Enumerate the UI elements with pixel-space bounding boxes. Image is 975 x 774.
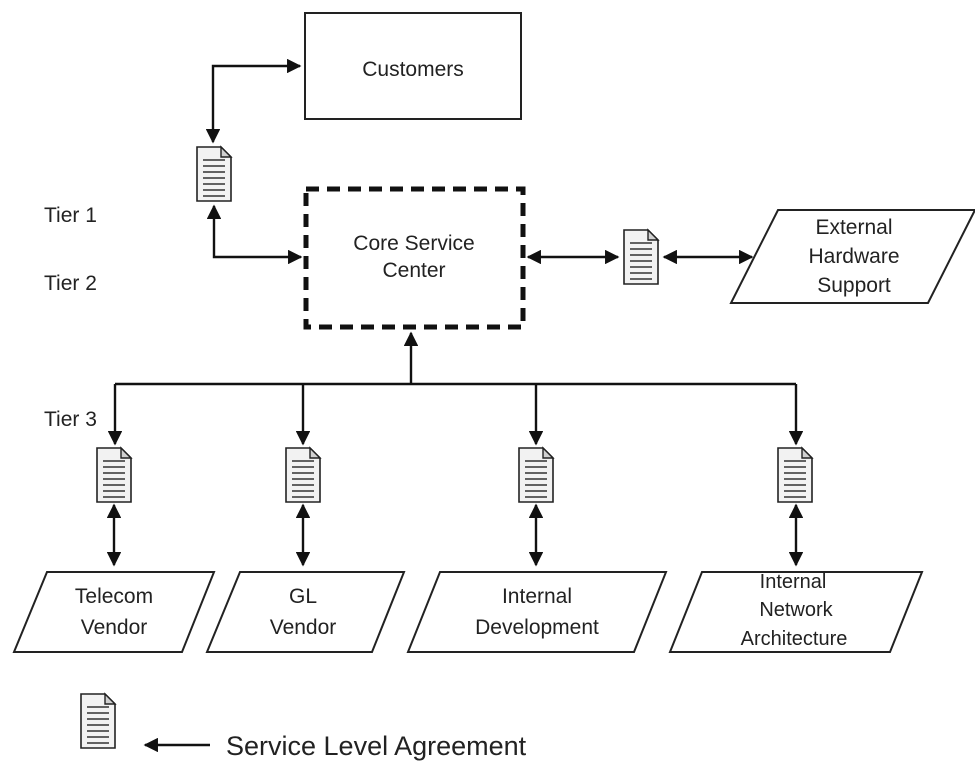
customers-label: Customers — [362, 58, 464, 81]
tier3-bus — [107, 331, 804, 446]
external-hardware-support-node: External Hardware Support — [729, 209, 975, 304]
internal-net-label-line-2: Network — [759, 599, 833, 621]
external-label-line-3: Support — [817, 274, 891, 297]
internal-net-label-line-3: Architecture — [741, 628, 848, 650]
customers-core-connector — [196, 58, 303, 265]
document-icon — [80, 693, 116, 749]
legend-label: Service Level Agreement — [226, 731, 527, 761]
tier-3-label: Tier 3 — [44, 408, 97, 431]
internal-dev-label-line-2: Development — [475, 616, 599, 639]
core-label-line-2: Center — [382, 259, 445, 282]
telecom-label-line-1: Telecom — [75, 585, 153, 608]
external-label-line-1: External — [815, 216, 892, 239]
internal-development-node: Internal Development — [406, 571, 668, 653]
legend: Service Level Agreement — [80, 693, 527, 761]
document-icon — [196, 146, 232, 202]
telecom-label-line-2: Vendor — [81, 616, 148, 639]
telecom-vendor-node: Telecom Vendor — [12, 571, 216, 653]
document-icon — [96, 447, 132, 503]
document-icon — [777, 447, 813, 503]
document-icon — [518, 447, 554, 503]
tier-2-label: Tier 2 — [44, 272, 97, 295]
tier3-vendor-connectors — [106, 503, 804, 567]
gl-label-line-2: Vendor — [270, 616, 337, 639]
gl-label-line-1: GL — [289, 585, 317, 608]
document-icon — [285, 447, 321, 503]
document-icon — [623, 229, 659, 285]
core-external-connector — [526, 229, 754, 285]
internal-network-architecture-node: Internal Network Architecture — [668, 571, 924, 653]
customers-node: Customers — [304, 12, 522, 120]
gl-vendor-node: GL Vendor — [205, 571, 406, 653]
internal-dev-label-line-1: Internal — [502, 585, 572, 608]
core-service-center-node: Core Service Center — [303, 186, 526, 330]
core-label-line-1: Core Service — [353, 232, 474, 255]
tier-1-label: Tier 1 — [44, 204, 97, 227]
external-label-line-2: Hardware — [808, 245, 899, 268]
internal-net-label-line-1: Internal — [760, 571, 827, 593]
